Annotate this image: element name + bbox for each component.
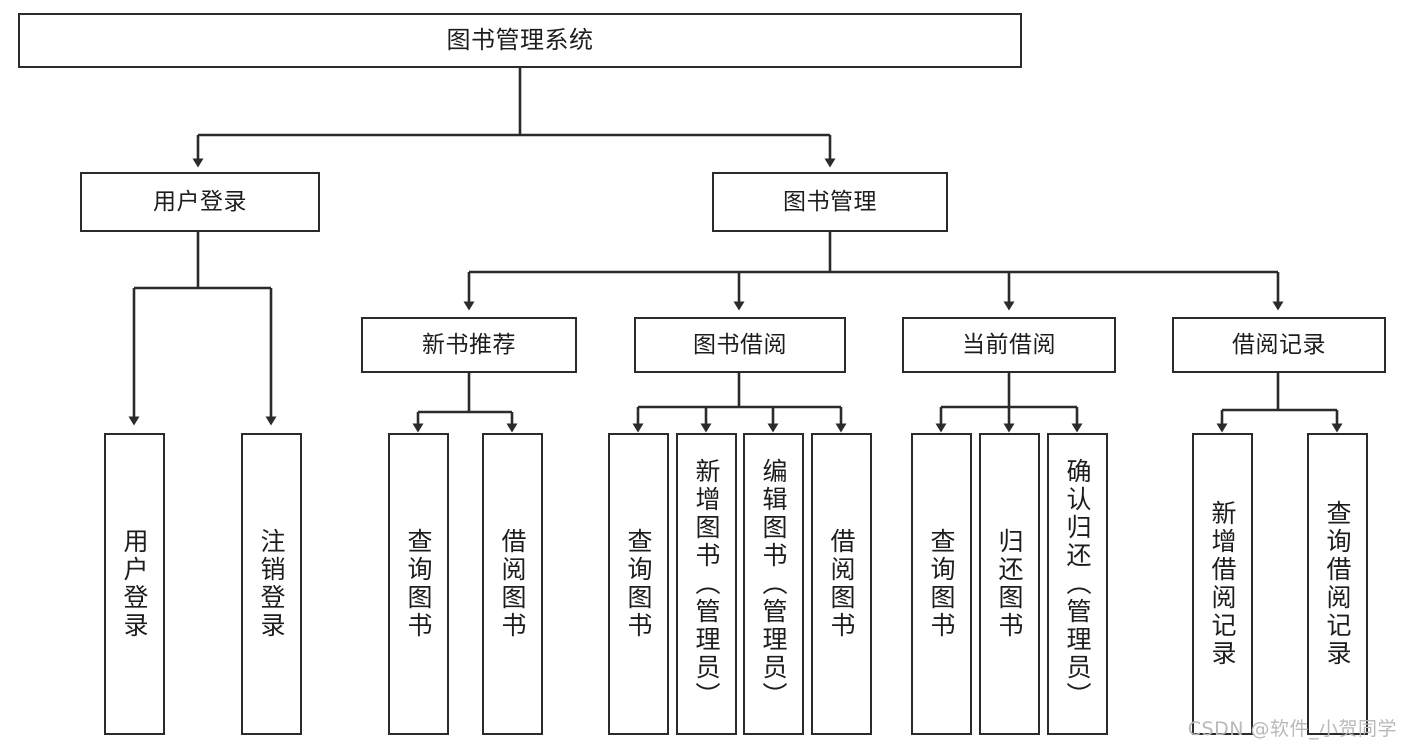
leaf-current-return-book[interactable]: 归还图书: [979, 433, 1040, 735]
leaf-borrow-query-book[interactable]: 查询图书: [608, 433, 669, 735]
leaf-borrow-edit-book-admin-label: 编辑图书（管理员）: [759, 458, 788, 710]
leaf-new-book-borrow[interactable]: 借阅图书: [482, 433, 543, 735]
leaf-records-add-record-label: 新增借阅记录: [1208, 500, 1237, 668]
leaf-borrow-borrow-book[interactable]: 借阅图书: [811, 433, 872, 735]
node-new-book-recommend-label: 新书推荐: [422, 331, 516, 358]
node-current-borrow-label: 当前借阅: [962, 331, 1056, 358]
leaf-records-query-record-label: 查询借阅记录: [1323, 500, 1352, 668]
leaf-user-login-signin[interactable]: 用户登录: [104, 433, 165, 735]
node-root-system[interactable]: 图书管理系统: [18, 13, 1022, 68]
leaf-current-confirm-return-admin[interactable]: 确认归还（管理员）: [1047, 433, 1108, 735]
leaf-new-book-borrow-label: 借阅图书: [498, 528, 527, 640]
node-user-login-label: 用户登录: [153, 188, 247, 215]
leaf-borrow-add-book-admin-label: 新增图书（管理员）: [692, 458, 721, 710]
leaf-user-login-signin-label: 用户登录: [120, 528, 149, 640]
node-borrow-records-label: 借阅记录: [1232, 331, 1326, 358]
leaf-user-login-signout-label: 注销登录: [257, 528, 286, 640]
csdn-watermark: CSDN @软件_小贺同学: [1187, 718, 1397, 740]
leaf-new-book-query[interactable]: 查询图书: [388, 433, 449, 735]
leaf-borrow-add-book-admin[interactable]: 新增图书（管理员）: [676, 433, 737, 735]
leaf-records-add-record[interactable]: 新增借阅记录: [1192, 433, 1253, 735]
node-borrow-records[interactable]: 借阅记录: [1172, 317, 1386, 373]
node-book-management[interactable]: 图书管理: [712, 172, 948, 232]
leaf-user-login-signout[interactable]: 注销登录: [241, 433, 302, 735]
leaf-current-return-book-label: 归还图书: [995, 528, 1024, 640]
node-current-borrow[interactable]: 当前借阅: [902, 317, 1116, 373]
node-book-borrow[interactable]: 图书借阅: [634, 317, 846, 373]
leaf-current-query-book-label: 查询图书: [927, 528, 956, 640]
leaf-borrow-borrow-book-label: 借阅图书: [827, 528, 856, 640]
leaf-new-book-query-label: 查询图书: [404, 528, 433, 640]
node-book-management-label: 图书管理: [783, 188, 877, 215]
leaf-records-query-record[interactable]: 查询借阅记录: [1307, 433, 1368, 735]
node-user-login[interactable]: 用户登录: [80, 172, 320, 232]
node-new-book-recommend[interactable]: 新书推荐: [361, 317, 577, 373]
leaf-current-query-book[interactable]: 查询图书: [911, 433, 972, 735]
node-book-borrow-label: 图书借阅: [693, 331, 787, 358]
node-root-system-label: 图书管理系统: [446, 25, 594, 54]
leaf-borrow-edit-book-admin[interactable]: 编辑图书（管理员）: [743, 433, 804, 735]
leaf-borrow-query-book-label: 查询图书: [624, 528, 653, 640]
leaf-current-confirm-return-admin-label: 确认归还（管理员）: [1063, 458, 1092, 710]
